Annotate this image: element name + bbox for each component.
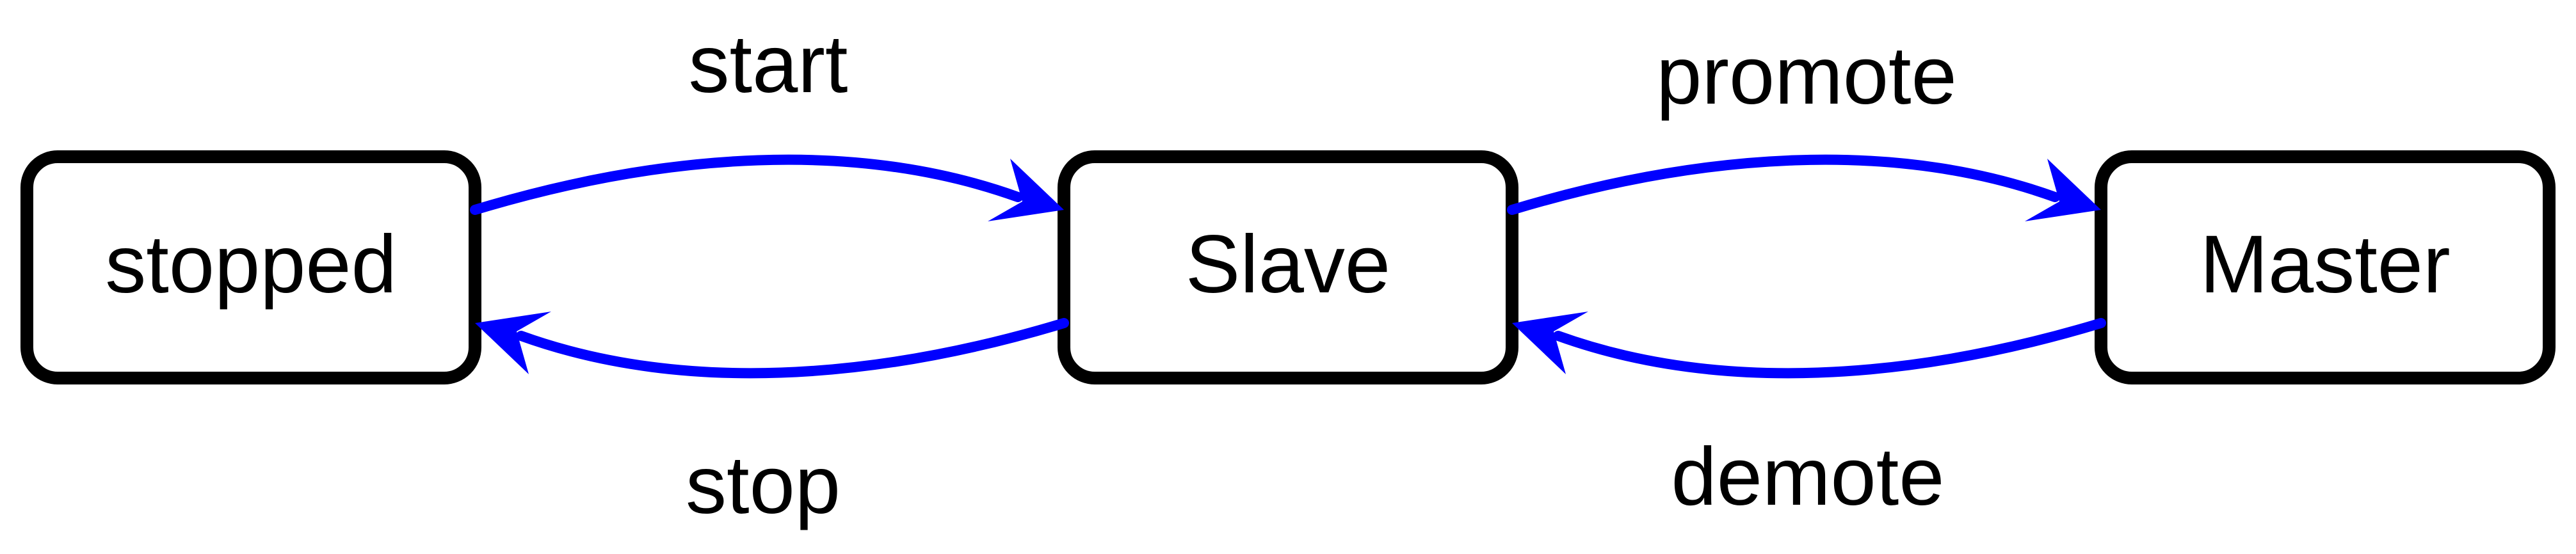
state-stopped-label: stopped (105, 219, 397, 310)
transition-stop-arrowhead (475, 312, 551, 374)
state-master-box (2095, 150, 2556, 384)
transition-stop-line (516, 318, 1069, 379)
transition-start-arrowhead (988, 159, 1064, 221)
transition-demote-label: demote (1671, 431, 1945, 523)
state-master: Master (2095, 150, 2556, 384)
state-master-label: Master (2200, 219, 2450, 310)
transition-demote-line (1553, 318, 2106, 379)
state-stopped-box (20, 150, 481, 384)
transition-stop-label: stop (686, 439, 841, 531)
transition-promote-label: promote (1656, 30, 1957, 122)
transition-start-line (470, 154, 1023, 215)
transition-promote-arrowhead (2025, 159, 2101, 221)
transition-start: start (470, 19, 1064, 221)
transition-promote: promote (1507, 30, 2101, 221)
transition-demote: demote (1512, 312, 2106, 523)
state-stopped: stopped (20, 150, 481, 384)
transition-promote-line (1507, 154, 2060, 215)
transition-stop: stop (475, 312, 1069, 531)
state-slave: Slave (1058, 150, 1518, 384)
state-slave-box (1058, 150, 1518, 384)
transition-demote-arrowhead (1512, 312, 1588, 374)
transition-start-label: start (689, 19, 848, 110)
state-slave-label: Slave (1186, 219, 1390, 310)
